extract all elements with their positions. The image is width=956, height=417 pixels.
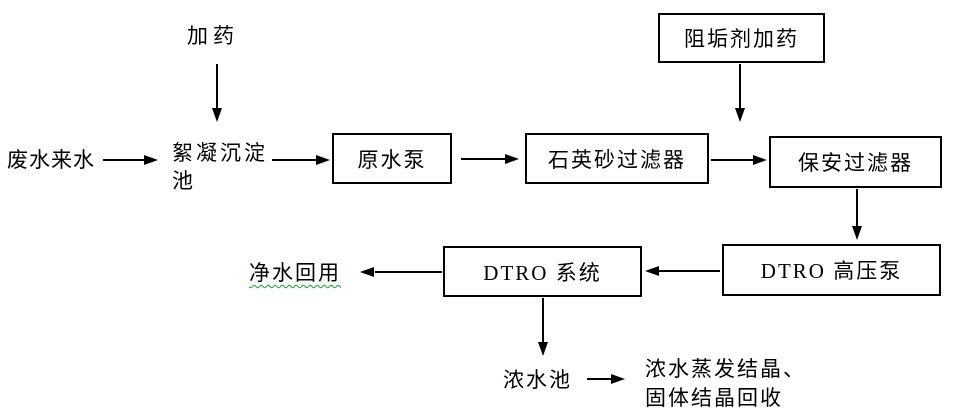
node-antiscalant-dosing: 阻垢剂加药 — [658, 13, 825, 63]
node-cartridge-filter: 保安过滤器 — [769, 136, 942, 188]
arrow-dtro-system-to-concentrate-tank — [538, 298, 548, 356]
arrow-concentrate-tank-to-treatment — [587, 374, 625, 384]
arrow-raw-pump-to-sand-filter — [461, 154, 519, 164]
arrow-flocculation-to-raw-pump — [272, 155, 330, 165]
arrow-sand-filter-to-cartridge-filter — [711, 155, 767, 165]
label-concentrate-treatment: 浓水蒸发结晶、 固体结晶回收 — [645, 355, 806, 413]
node-dtro-system: DTRO 系统 — [443, 246, 642, 297]
node-dtro-system-label: DTRO 系统 — [483, 260, 602, 285]
label-concentrate-treatment-line2: 固体结晶回收 — [645, 386, 783, 410]
label-flocculation-tank-line2: 池 — [172, 169, 196, 193]
label-dosing: 加药 — [187, 24, 239, 48]
node-raw-water-pump: 原水泵 — [332, 133, 452, 184]
arrow-cartridge-filter-to-dtro-pump — [852, 189, 862, 240]
arrow-dtro-pump-to-dtro-system — [645, 266, 720, 276]
node-dtro-hp-pump: DTRO 高压泵 — [722, 244, 941, 296]
node-raw-water-pump-label: 原水泵 — [357, 147, 427, 172]
node-dtro-hp-pump-label: DTRO 高压泵 — [760, 259, 903, 283]
arrow-antiscalant-down — [735, 64, 745, 122]
arrow-dosing-to-flocculation — [212, 64, 222, 122]
node-sand-filter: 石英砂过滤器 — [525, 133, 709, 184]
label-wastewater-inlet: 废水来水 — [7, 148, 95, 172]
node-cartridge-filter-label: 保安过滤器 — [798, 151, 913, 175]
label-flocculation-tank: 絮凝沉淀 池 — [172, 139, 268, 195]
node-antiscalant-dosing-label: 阻垢剂加药 — [684, 27, 799, 51]
label-flocculation-tank-line1: 絮凝沉淀 — [172, 141, 268, 165]
arrow-dtro-system-to-clean-water — [360, 267, 442, 277]
arrow-inlet-to-flocculation — [103, 155, 158, 165]
label-concentrate-treatment-line1: 浓水蒸发结晶、 — [645, 357, 806, 381]
node-sand-filter-label: 石英砂过滤器 — [548, 147, 686, 172]
label-concentrate-tank: 浓水池 — [503, 368, 572, 392]
label-clean-water-reuse: 净水回用 — [249, 261, 341, 285]
